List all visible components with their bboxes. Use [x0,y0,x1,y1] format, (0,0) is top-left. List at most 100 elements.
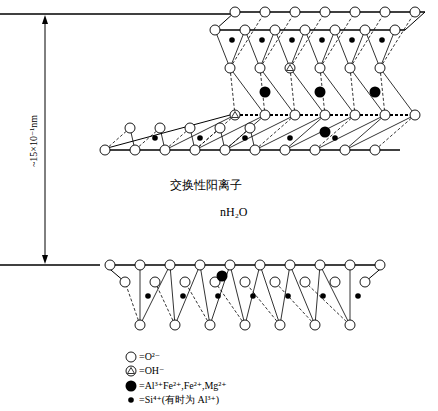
oxygen-atom [160,145,170,155]
bond-line [260,12,295,68]
octahedral-cation [260,87,271,98]
oxygen-atom [310,320,320,330]
silicon-atom [242,135,248,141]
bond-line [380,12,415,68]
oxygen-atom [290,7,300,17]
bond-line [215,282,245,325]
oxygen-atom [100,145,110,155]
bond-line [350,30,365,68]
bond-line [210,265,230,325]
oxygen-atom [150,277,160,287]
bond-line [350,265,351,325]
oxygen-atom [340,145,350,155]
oxygen-atom [240,277,250,287]
legend-text: =OH⁻ [139,365,164,377]
oxygen-atom [255,63,265,73]
octahedral-cation [217,271,228,282]
hydroxyl-symbol [128,368,135,374]
oxygen-atom [215,123,225,133]
bond-line [350,12,385,68]
bond-line [140,265,141,325]
bond-line [260,265,280,325]
octahedral-cation [370,87,381,98]
silicon-atom [287,135,293,141]
oxygen-atom [300,277,310,287]
oxygen-atom [225,63,235,73]
dimension-label: ~15×10⁻¹nm [27,115,41,167]
bond-line [0,264,100,266]
silicon-atom [332,135,338,141]
oxygen-atom [195,260,205,270]
hydroxyl-symbol [287,65,294,71]
bond-line [275,282,315,325]
oxygen-atom [320,7,330,17]
bond-line [230,12,265,68]
oxygen-atom [240,320,250,330]
bond-line [245,282,280,325]
bond-line [105,264,385,265]
oxygen-atom [155,123,165,133]
bond-line [290,68,295,115]
oxygen-atom [260,110,270,120]
legend-text: =O²⁻ [139,351,160,363]
bond-line [320,12,355,68]
silicon-atom [197,135,203,141]
bond-line [305,282,350,325]
silicon-atom [215,293,221,299]
bond-line [290,265,315,325]
oxygen-atom [126,352,136,362]
oxygen-atom [185,123,195,133]
arrow-head [42,15,48,24]
silicon-atom [379,37,385,43]
oxygen-atom [220,145,230,155]
bond-line [345,115,385,150]
silicon-atom [180,293,186,299]
bond-line [230,265,245,325]
bond-line [315,265,320,325]
bond-line [125,282,140,325]
oxygen-atom [285,260,295,270]
bond-line [375,115,415,150]
oxygen-atom [135,320,145,330]
octahedral-cation [126,381,137,392]
bond-line [245,265,260,325]
legend-text: =Al³⁺Fe²⁺,Fe²⁺,Mg²⁺ [139,380,227,392]
bond-line [280,265,290,325]
bond-line [290,30,305,68]
bond-line [185,282,210,325]
oxygen-atom [180,277,190,287]
oxygen-atom [350,110,360,120]
oxygen-atom [275,320,285,330]
bond-line [260,68,295,115]
oxygen-atom [345,63,355,73]
octahedral-cation [320,127,331,138]
bond-line [315,115,355,150]
oxygen-atom [120,277,130,287]
oxygen-atom [380,7,390,17]
oxygen-atom [210,25,220,35]
oxygen-atom [126,366,136,376]
oxygen-atom [410,110,420,120]
oxygen-atom [300,25,310,35]
silicon-atom [259,37,265,43]
silicon-atom [152,135,158,141]
oxygen-atom [360,25,370,35]
oxygen-atom [280,145,290,155]
bond-line [320,30,335,68]
octahedral-cation [315,87,326,98]
oxygen-atom [345,260,355,270]
oxygen-atom [230,7,240,17]
oxygen-atom [370,145,380,155]
bond-line [155,282,175,325]
oxygen-atom [330,277,340,287]
oxygen-atom [315,63,325,73]
oxygen-atom [360,277,370,287]
bond-line [245,30,260,68]
silicon-atom [285,293,291,299]
oxygen-atom [285,63,295,73]
bond-line [230,68,235,115]
oxygen-atom [330,25,340,35]
oxygen-atom [375,63,385,73]
